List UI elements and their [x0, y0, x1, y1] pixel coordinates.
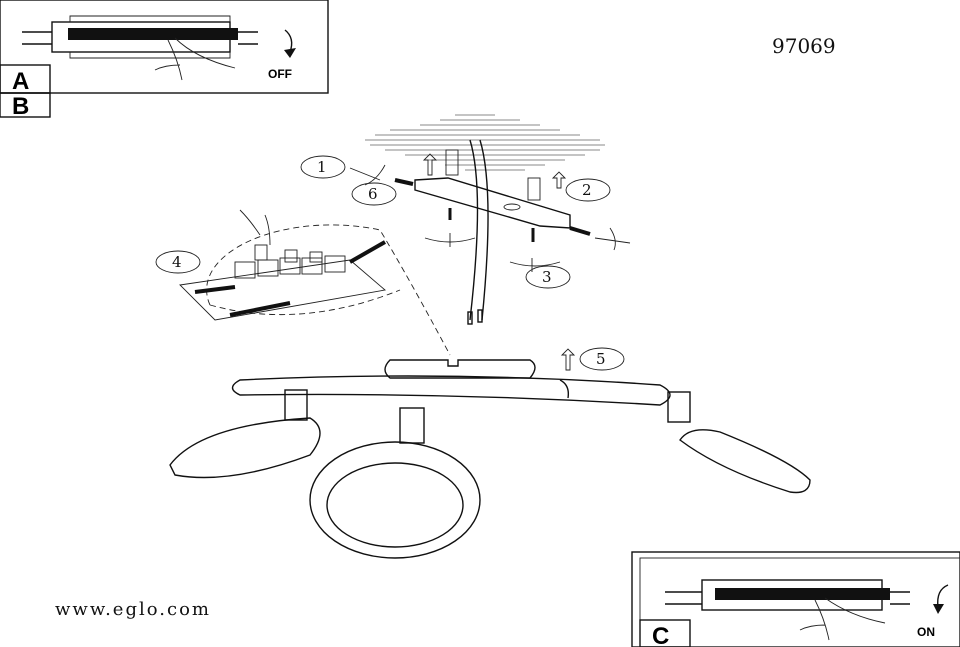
step-callouts: 1 2 3 4 5 6	[155, 155, 625, 371]
panel-a-switch-off: A OFF	[0, 0, 329, 95]
website-url: www.eglo.com	[55, 599, 211, 620]
terminal-block-icon	[234, 244, 346, 279]
panel-c-label: C	[652, 623, 669, 647]
screw-icon	[569, 226, 591, 236]
step-4-label: 4	[172, 253, 182, 271]
step-1-label: 1	[317, 158, 327, 176]
screw-icon	[394, 178, 414, 186]
spotlight-head-center	[309, 441, 481, 559]
panel-c-state: ON	[917, 625, 935, 639]
screwdriver-icon	[349, 164, 386, 186]
hand-icon	[239, 209, 271, 246]
step-5-label: 5	[596, 350, 606, 368]
panel-b-label: B	[12, 93, 29, 120]
ceiling-hatch	[360, 110, 610, 178]
wiring-detail	[179, 209, 451, 356]
panel-b-box	[0, 92, 51, 118]
spotlight-head-right	[679, 429, 811, 494]
step-2-label: 2	[582, 181, 592, 199]
panel-a-state: OFF	[268, 67, 292, 81]
wall-plug-icon	[445, 149, 459, 176]
wall-plug-icon	[527, 177, 541, 201]
screwdriver-icon	[594, 227, 631, 251]
model-number: 97069	[772, 34, 836, 58]
rotate-arrow-icon	[284, 29, 293, 53]
suspension-cable	[469, 139, 489, 321]
mounting-bracket	[394, 139, 591, 325]
spotlight-head-left	[169, 417, 321, 479]
panel-a-label: A	[12, 68, 29, 95]
lamp-fixture	[169, 359, 811, 559]
step-3-label: 3	[542, 268, 552, 286]
rotate-arrow-icon	[937, 584, 949, 608]
step-6-label: 6	[368, 185, 378, 203]
breaker-strip-icon	[665, 579, 910, 641]
panel-c-switch-on: C ON	[631, 551, 960, 647]
breaker-strip-icon	[22, 15, 258, 81]
